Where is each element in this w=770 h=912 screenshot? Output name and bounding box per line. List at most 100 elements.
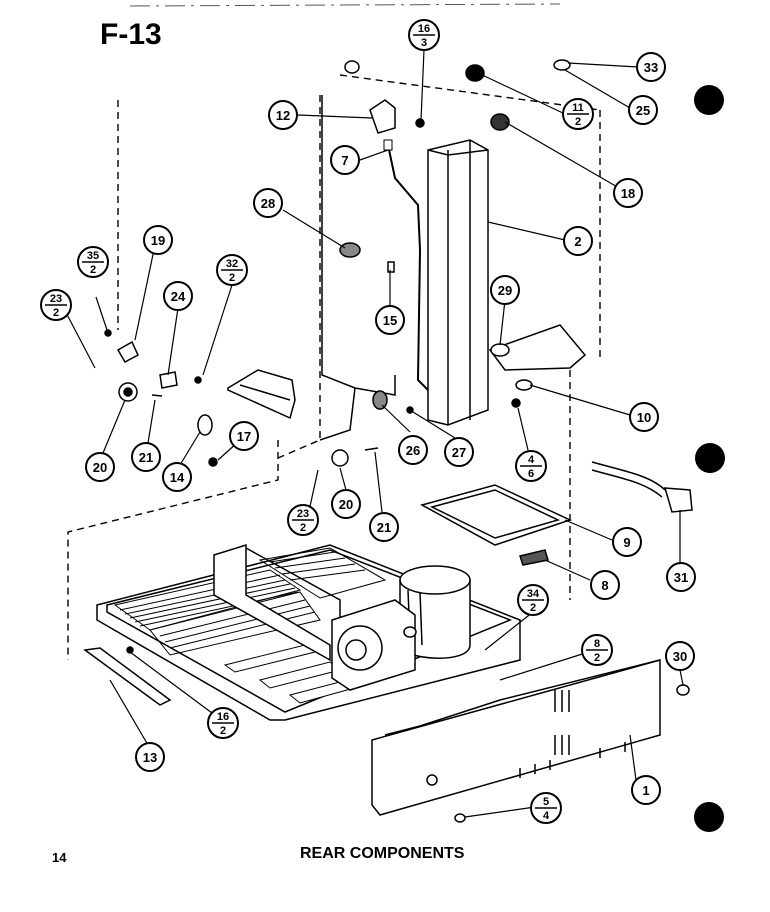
fraction-callouts: 163 112 352 322 232 46 232 342 82 162 54: [40, 19, 613, 824]
rear-access-panel: [371, 659, 661, 816]
screw-30: [676, 684, 690, 696]
callout-25: 25: [628, 95, 658, 125]
callout-2: 2: [563, 226, 593, 256]
callout-13: 13: [135, 742, 165, 772]
callout-15: 15: [375, 305, 405, 335]
callout-20: 20: [331, 489, 361, 519]
svg-text:21: 21: [377, 520, 391, 535]
callout-16-2: 162: [207, 707, 239, 739]
callout-19: 19: [143, 225, 173, 255]
hinge-bar: [83, 646, 172, 706]
svg-text:2: 2: [229, 272, 235, 284]
callout-26: 26: [398, 435, 428, 465]
svg-text:29: 29: [498, 283, 512, 298]
fan-housing: [331, 599, 417, 691]
svg-text:2: 2: [90, 264, 96, 276]
drip-tray: [420, 484, 573, 566]
svg-text:16: 16: [217, 711, 229, 723]
small-parts-top: [339, 59, 571, 414]
callout-5-4: 54: [530, 792, 562, 824]
callout-20: 20: [85, 452, 115, 482]
callout-29: 29: [490, 275, 520, 305]
svg-text:2: 2: [300, 522, 306, 534]
svg-text:11: 11: [572, 102, 584, 114]
svg-text:31: 31: [674, 570, 688, 585]
svg-text:2: 2: [574, 234, 581, 249]
svg-text:5: 5: [543, 796, 549, 808]
callout-14: 14: [162, 462, 192, 492]
svg-text:8: 8: [601, 578, 608, 593]
svg-text:4: 4: [543, 810, 550, 822]
svg-text:23: 23: [50, 293, 62, 305]
back-wall: [319, 95, 396, 441]
left-bracket: [227, 369, 296, 420]
svg-text:21: 21: [139, 450, 153, 465]
right-bracket: [488, 324, 587, 391]
callout-21: 21: [131, 442, 161, 472]
condenser-column: [427, 139, 489, 426]
svg-text:2: 2: [575, 116, 581, 128]
svg-text:23: 23: [297, 508, 309, 520]
callout-32-2: 322: [216, 254, 248, 286]
svg-text:8: 8: [594, 638, 600, 650]
page-title: F-13: [100, 18, 162, 51]
screw-5-4: [454, 813, 466, 823]
svg-text:9: 9: [623, 535, 630, 550]
callout-23-2: 232: [40, 289, 72, 321]
svg-text:13: 13: [143, 750, 157, 765]
svg-text:32: 32: [226, 258, 238, 270]
callout-9: 9: [612, 527, 642, 557]
callout-10: 10: [629, 402, 659, 432]
svg-text:33: 33: [644, 60, 658, 75]
binder-hole-middle: [695, 443, 725, 473]
svg-text:28: 28: [261, 196, 275, 211]
callout-17: 17: [229, 421, 259, 451]
svg-text:2: 2: [530, 602, 536, 614]
svg-text:24: 24: [171, 289, 186, 304]
callout-8: 8: [590, 570, 620, 600]
binder-hole-top: [694, 85, 724, 115]
callout-30: 30: [665, 641, 695, 671]
binder-hole-bottom: [694, 802, 724, 832]
svg-text:35: 35: [87, 250, 99, 262]
small-parts-left: [104, 329, 379, 467]
callout-31: 31: [666, 562, 696, 592]
power-cord: [591, 461, 693, 513]
svg-text:6: 6: [528, 468, 534, 480]
condenser-coils: [113, 547, 387, 656]
svg-text:3: 3: [421, 37, 427, 49]
part-callouts: 33 25 18 12 7 28 2 29 15 10 19 24 20 21 …: [85, 52, 696, 805]
svg-text:17: 17: [237, 429, 251, 444]
svg-text:14: 14: [170, 470, 185, 485]
svg-text:4: 4: [528, 454, 535, 466]
svg-text:16: 16: [418, 23, 430, 35]
svg-text:1: 1: [642, 783, 649, 798]
svg-text:27: 27: [452, 445, 466, 460]
callout-18: 18: [613, 178, 643, 208]
svg-text:20: 20: [339, 497, 353, 512]
svg-text:20: 20: [93, 460, 107, 475]
compressor: [399, 565, 471, 659]
svg-text:2: 2: [220, 725, 226, 737]
callout-8-2: 82: [581, 634, 613, 666]
callout-23-2: 232: [287, 504, 319, 536]
cabinet-outline: [67, 74, 601, 660]
scan-edge-line: [129, 3, 561, 7]
callout-4-6: 46: [515, 450, 547, 482]
callout-1: 1: [631, 775, 661, 805]
svg-text:19: 19: [151, 233, 165, 248]
callout-34-2: 342: [517, 584, 549, 616]
callout-11-2: 112: [562, 98, 594, 130]
svg-text:2: 2: [594, 652, 600, 664]
svg-text:10: 10: [637, 410, 651, 425]
svg-text:26: 26: [406, 443, 420, 458]
svg-text:15: 15: [383, 313, 397, 328]
svg-text:25: 25: [636, 103, 650, 118]
tube-cap: [383, 139, 393, 151]
svg-text:30: 30: [673, 649, 687, 664]
svg-text:7: 7: [341, 153, 348, 168]
callout-35-2: 352: [77, 246, 109, 278]
callout-7: 7: [330, 145, 360, 175]
callout-28: 28: [253, 188, 283, 218]
